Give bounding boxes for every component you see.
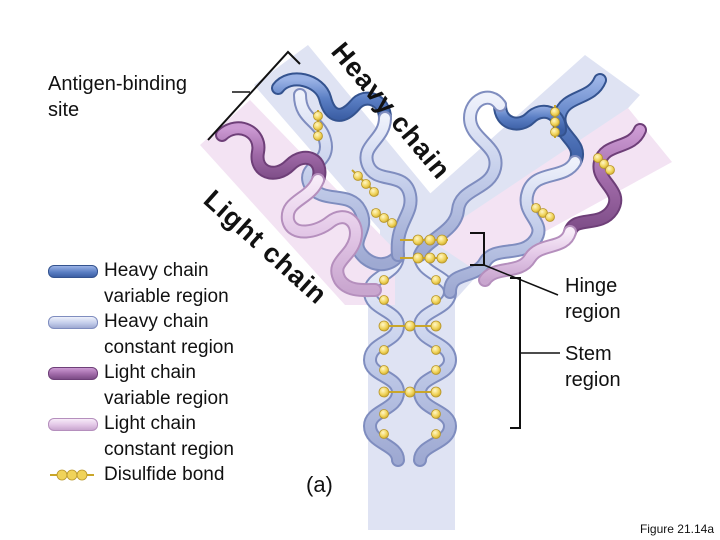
disulfide-beads: [313, 107, 615, 439]
heavy-variable-swatch: [48, 258, 98, 284]
hinge-region-label: Hinge region: [565, 275, 621, 323]
legend-label: Light chain variable region: [104, 362, 229, 409]
legend-label: Disulfide bond: [104, 464, 225, 485]
stem-bracket: [510, 277, 521, 429]
panel-label: (a): [306, 472, 333, 497]
antigen-site-bracket: [207, 50, 301, 141]
antigen-binding-site-label: Antigen-binding site: [48, 73, 187, 121]
right-arm-light-chain: [478, 123, 647, 287]
legend-item-disulfide-bond: Disulfide bond: [48, 462, 234, 488]
light-constant-swatch: [48, 411, 98, 437]
hinge-bracket: [470, 232, 485, 266]
legend: Heavy chain variable region Heavy chain …: [48, 258, 234, 488]
legend-label: Heavy chain constant region: [104, 311, 234, 358]
right-arm-heavy-chain: [413, 73, 607, 299]
heavy-constant-swatch: [48, 309, 98, 335]
legend-item-heavy-constant: Heavy chain constant region: [48, 309, 234, 360]
figure-caption: Figure 21.14a: [639, 522, 714, 536]
disulfide-bond-icon: [48, 462, 96, 488]
light-variable-swatch: [48, 360, 98, 386]
legend-item-light-variable: Light chain variable region: [48, 360, 234, 411]
left-arm-heavy-chain: [271, 72, 418, 272]
left-arm-light-chain: [215, 121, 382, 298]
legend-item-heavy-variable: Heavy chain variable region: [48, 258, 234, 309]
stem-region-label: Stem region: [565, 343, 621, 391]
legend-label: Light chain constant region: [104, 413, 234, 460]
legend-item-light-constant: Light chain constant region: [48, 411, 234, 462]
legend-label: Heavy chain variable region: [104, 260, 229, 307]
